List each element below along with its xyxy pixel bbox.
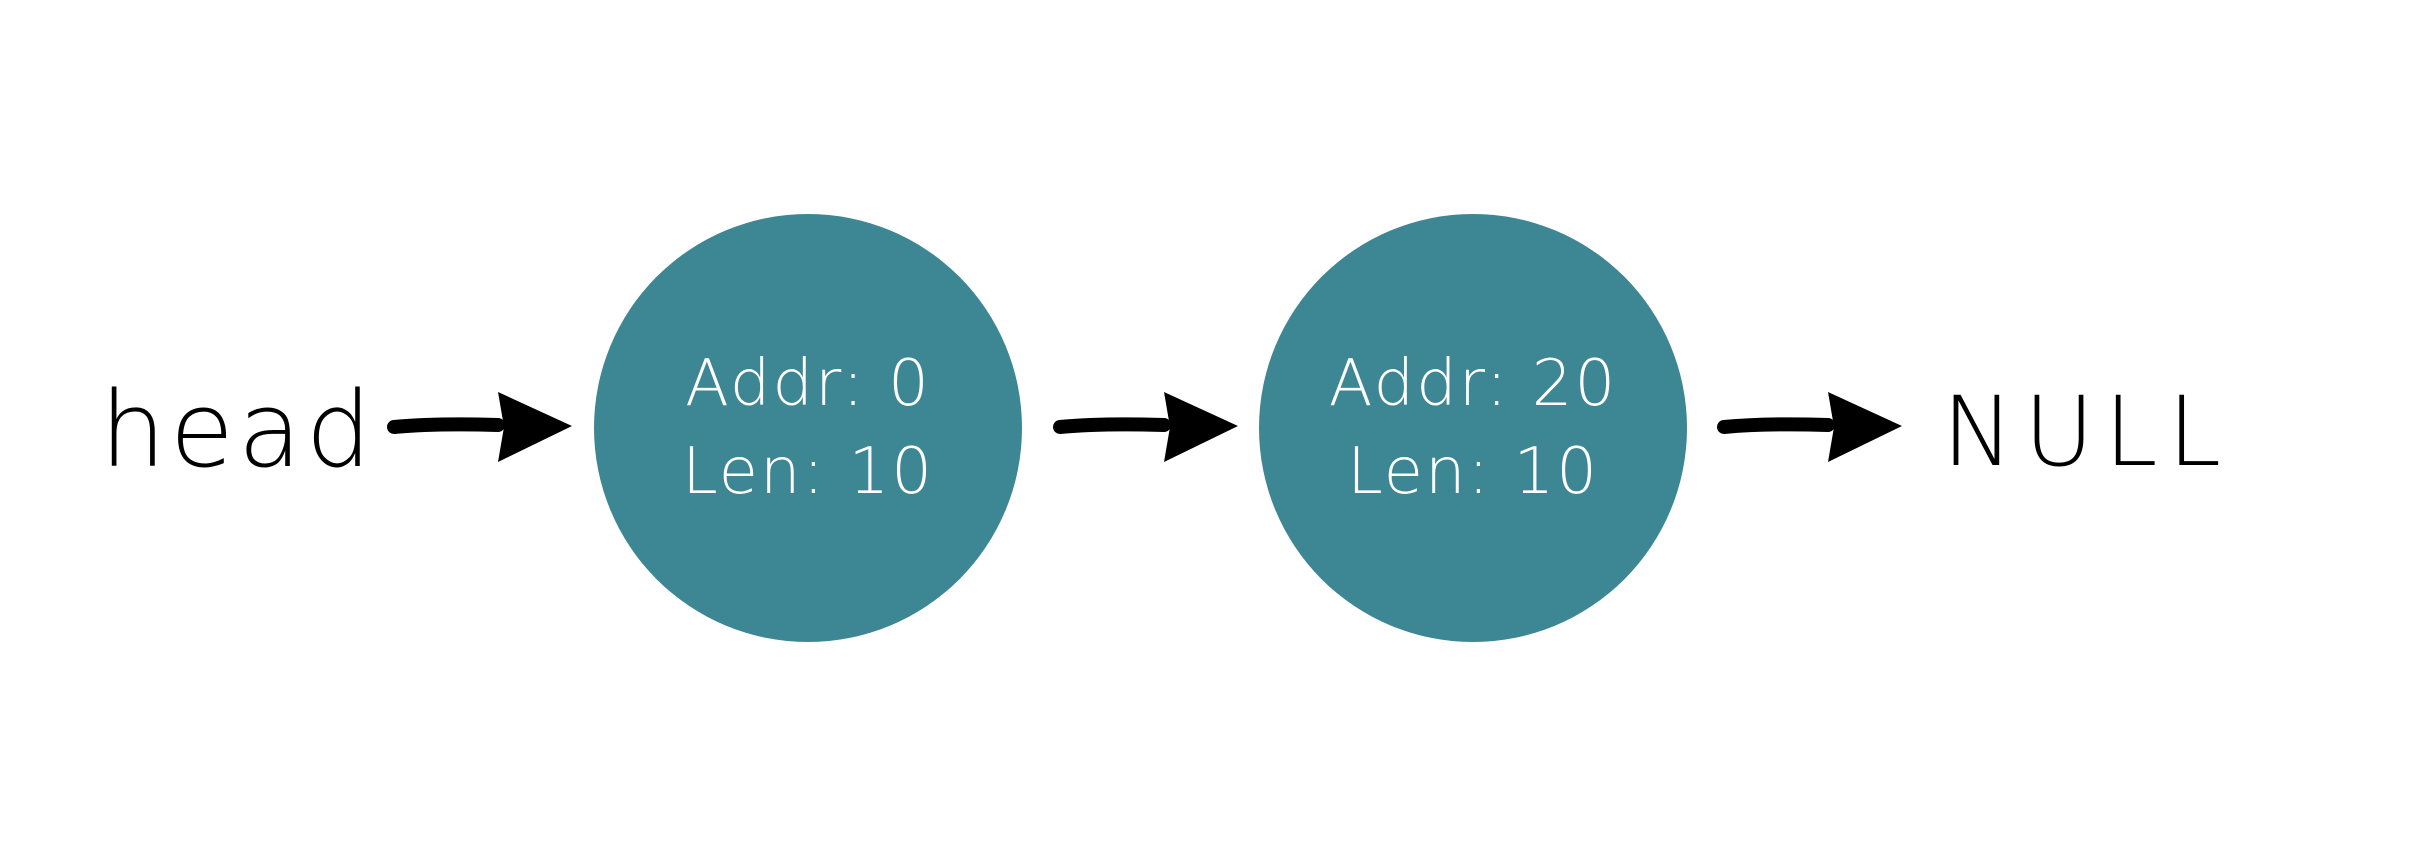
null-label: NULL: [1942, 376, 2232, 488]
node-2-len: Len: 10: [1347, 435, 1599, 509]
list-node-2: Addr: 20 Len: 10: [1259, 214, 1687, 642]
list-node-1: Addr: 0 Len: 10: [594, 214, 1022, 642]
arrow-head-to-node-1: [387, 392, 572, 462]
head-label: head: [100, 369, 376, 491]
node-1-addr: Addr: 0: [685, 347, 931, 421]
arrow-node-1-to-node-2: [1053, 392, 1238, 462]
node-2-addr: Addr: 20: [1328, 347, 1618, 421]
arrow-node-2-to-null: [1717, 392, 1902, 462]
node-1-len: Len: 10: [682, 435, 934, 509]
